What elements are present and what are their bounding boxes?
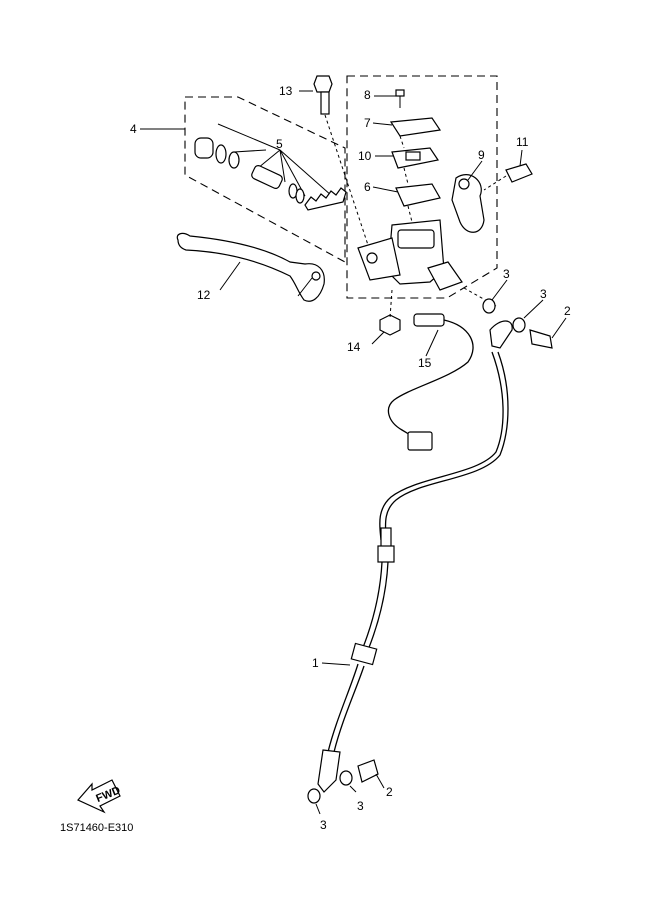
callout-3-d: 3 bbox=[320, 818, 327, 832]
handlebar-clamp bbox=[451, 163, 533, 233]
washer bbox=[307, 788, 321, 804]
callout-3-b: 3 bbox=[540, 287, 547, 301]
brake-hose bbox=[317, 320, 513, 793]
union-bolt bbox=[529, 329, 553, 349]
callout-7: 7 bbox=[364, 116, 371, 130]
group-master-cylinder-dashed-box bbox=[346, 75, 498, 299]
nut bbox=[379, 314, 401, 336]
diagram-code: 1S71460-E310 bbox=[60, 822, 133, 834]
callout-2-lower: 2 bbox=[386, 785, 393, 799]
callout-12: 12 bbox=[197, 288, 211, 302]
callout-6: 6 bbox=[364, 180, 371, 194]
callout-3-a: 3 bbox=[503, 267, 510, 281]
reservoir-cap-parts bbox=[389, 89, 442, 223]
callout-10: 10 bbox=[358, 149, 372, 163]
master-cylinder-body bbox=[357, 219, 497, 307]
callout-14: 14 bbox=[347, 340, 361, 354]
callout-11: 11 bbox=[516, 135, 529, 149]
washer bbox=[512, 317, 526, 333]
brake-switch bbox=[387, 313, 474, 451]
callout-2-upper: 2 bbox=[564, 304, 571, 318]
lever-pivot-bolt bbox=[299, 75, 369, 246]
leader-lines bbox=[297, 95, 544, 815]
callout-5: 5 bbox=[276, 137, 283, 151]
callout-9: 9 bbox=[478, 148, 485, 162]
callout-8: 8 bbox=[364, 88, 371, 102]
union-bolt bbox=[357, 759, 379, 783]
fwd-arrow-icon: FWD bbox=[77, 779, 122, 814]
washer bbox=[339, 770, 353, 786]
callout-4: 4 bbox=[130, 122, 137, 136]
callout-1: 1 bbox=[312, 656, 319, 670]
washer bbox=[482, 298, 496, 314]
callout-3-c: 3 bbox=[357, 799, 364, 813]
brake-lever bbox=[176, 232, 325, 302]
callout-15: 15 bbox=[418, 356, 432, 370]
piston-kit-parts bbox=[194, 137, 347, 211]
callout-13: 13 bbox=[279, 84, 293, 98]
group-4-dashed-box bbox=[184, 96, 346, 263]
